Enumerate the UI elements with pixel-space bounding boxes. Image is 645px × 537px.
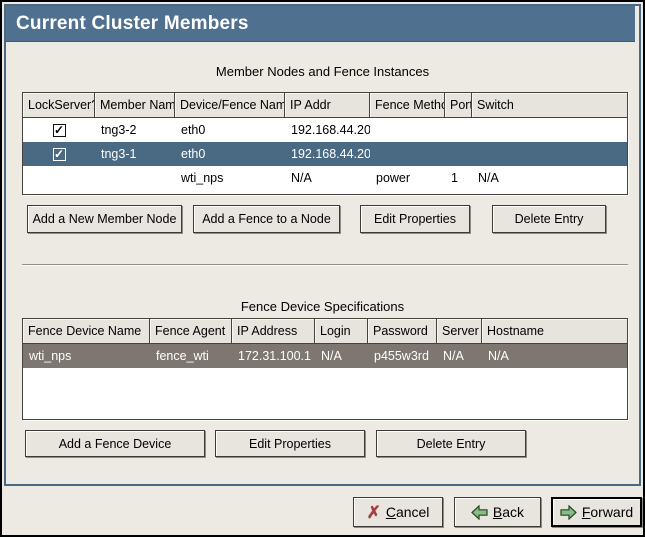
titlebar: Current Cluster Members	[6, 6, 635, 42]
ip-address-cell: 172.31.100.1	[232, 344, 315, 368]
lockserver-checkbox[interactable]: ✓	[53, 124, 66, 137]
add-fence-device-button[interactable]: Add a Fence Device	[25, 430, 205, 457]
lockserver-cell: ✓	[23, 142, 95, 166]
fence-device-name-cell: wti_nps	[23, 344, 150, 368]
back-button-label: Back	[493, 504, 524, 520]
member-name-cell	[95, 166, 175, 190]
fence-devices-table: Fence Device Name Fence Agent IP Address…	[22, 318, 628, 420]
lockserver-cell: ✓	[23, 118, 95, 142]
fence-agent-cell: fence_wti	[150, 344, 232, 368]
device-fence-name-cell: eth0	[175, 142, 285, 166]
column-header-port[interactable]: Port	[445, 93, 472, 118]
password-cell: p455w3rd	[368, 344, 437, 368]
port-cell	[445, 142, 472, 166]
cancel-x-icon: ✗	[367, 504, 381, 521]
members-table-header: LockServer? Member Name Device/Fence Nam…	[23, 93, 627, 118]
delete-device-entry-button[interactable]: Delete Entry	[376, 430, 526, 457]
hostname-cell: N/A	[482, 344, 627, 368]
edit-properties-button[interactable]: Edit Properties	[360, 205, 470, 233]
column-header-lockserver[interactable]: LockServer?	[23, 93, 95, 118]
fence-device-row-wti-nps-selected[interactable]: wti_nps fence_wti 172.31.100.1 N/A p455w…	[23, 344, 627, 368]
port-cell	[445, 118, 472, 142]
fence-method-cell	[370, 142, 445, 166]
check-icon: ✓	[54, 125, 64, 136]
devices-table-header: Fence Device Name Fence Agent IP Address…	[23, 319, 627, 344]
column-header-ip-address[interactable]: IP Address	[232, 319, 315, 344]
cancel-button-label: Cancel	[386, 504, 430, 520]
section-separator	[22, 264, 628, 266]
forward-button[interactable]: Forward	[551, 497, 642, 527]
ip-addr-cell: 192.168.44.202	[285, 118, 370, 142]
switch-cell: N/A	[472, 166, 627, 190]
device-fence-name-cell: wti_nps	[175, 166, 285, 190]
column-header-fence-method[interactable]: Fence Method	[370, 93, 445, 118]
arrow-left-icon	[471, 505, 488, 520]
add-member-node-button[interactable]: Add a New Member Node	[27, 205, 182, 233]
back-button[interactable]: Back	[454, 497, 541, 527]
footer-area	[2, 487, 643, 535]
column-header-ip-addr[interactable]: IP Addr	[285, 93, 370, 118]
member-name-cell: tng3-1	[95, 142, 175, 166]
ip-addr-cell: N/A	[285, 166, 370, 190]
column-header-fence-device-name[interactable]: Fence Device Name	[23, 319, 150, 344]
members-table: LockServer? Member Name Device/Fence Nam…	[22, 92, 628, 195]
column-header-password[interactable]: Password	[368, 319, 437, 344]
cancel-button[interactable]: ✗ Cancel	[353, 497, 443, 527]
delete-entry-button[interactable]: Delete Entry	[492, 205, 606, 233]
devices-table-caption: Fence Device Specifications	[2, 299, 643, 314]
member-row-tng3-2[interactable]: ✓ tng3-2 eth0 192.168.44.202	[23, 118, 627, 142]
switch-cell	[472, 142, 627, 166]
column-header-member-name[interactable]: Member Name	[95, 93, 175, 118]
ip-addr-cell: 192.168.44.201	[285, 142, 370, 166]
port-cell: 1	[445, 166, 472, 190]
lockserver-checkbox[interactable]: ✓	[53, 148, 66, 161]
server-cell: N/A	[437, 344, 482, 368]
members-table-caption: Member Nodes and Fence Instances	[2, 64, 643, 79]
fence-instance-row-wti-nps[interactable]: wti_nps N/A power 1 N/A	[23, 166, 627, 190]
page-title: Current Cluster Members	[6, 13, 249, 35]
device-fence-name-cell: eth0	[175, 118, 285, 142]
member-name-cell: tng3-2	[95, 118, 175, 142]
column-header-fence-agent[interactable]: Fence Agent	[150, 319, 232, 344]
fence-method-cell	[370, 118, 445, 142]
fence-method-cell: power	[370, 166, 445, 190]
login-cell: N/A	[315, 344, 368, 368]
forward-button-label: Forward	[582, 504, 633, 520]
arrow-right-icon	[560, 505, 577, 520]
column-header-switch[interactable]: Switch	[472, 93, 627, 118]
check-icon: ✓	[54, 149, 64, 160]
lockserver-cell	[23, 166, 95, 190]
column-header-login[interactable]: Login	[315, 319, 368, 344]
column-header-hostname[interactable]: Hostname	[482, 319, 627, 344]
column-header-device-fence-name[interactable]: Device/Fence Name	[175, 93, 285, 118]
add-fence-to-node-button[interactable]: Add a Fence to a Node	[193, 205, 340, 233]
member-row-tng3-1-selected[interactable]: ✓ tng3-1 eth0 192.168.44.201	[23, 142, 627, 166]
column-header-server[interactable]: Server	[437, 319, 482, 344]
switch-cell	[472, 118, 627, 142]
edit-device-properties-button[interactable]: Edit Properties	[215, 430, 365, 457]
